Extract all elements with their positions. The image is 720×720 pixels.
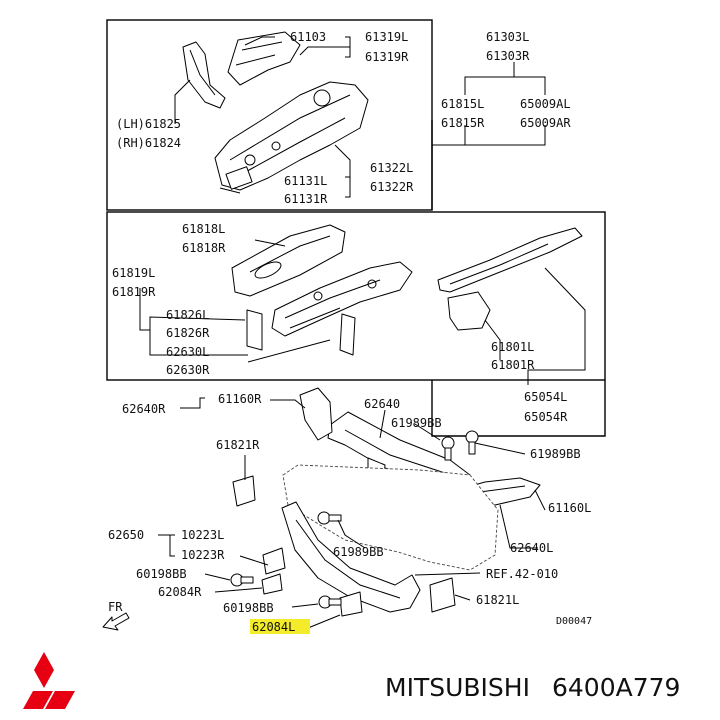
- label-61131R: 61131R: [284, 192, 328, 206]
- label-61989BB-a: 61989BB: [391, 416, 442, 430]
- label-61815L: 61815L: [441, 97, 484, 111]
- label-62640: 62640: [364, 397, 400, 411]
- label-61815R: 61815R: [441, 116, 485, 130]
- part-62650-lower-member: [281, 501, 421, 613]
- label-61801R: 61801R: [491, 358, 535, 372]
- label-61801L: 61801L: [491, 340, 534, 354]
- label-62640R: 62640R: [122, 402, 166, 416]
- label-61824: (RH)61824: [116, 136, 181, 150]
- part-61821L-bracket: [429, 577, 456, 613]
- label-61131L: 61131L: [284, 174, 327, 188]
- label-61825: (LH)61825: [116, 117, 181, 131]
- label-61826L: 61826L: [166, 308, 209, 322]
- label-61160L: 61160L: [548, 501, 591, 515]
- label-62650: 62650: [108, 528, 144, 542]
- middle-group-box: [106, 211, 606, 381]
- label-65054R: 65054R: [524, 410, 568, 424]
- label-61826R: 61826R: [166, 326, 210, 340]
- label-61303L: 61303L: [486, 30, 529, 44]
- part-number: 6400A779: [552, 673, 680, 702]
- part-10223-bracket: [262, 547, 286, 575]
- label-61821R: 61821R: [216, 438, 260, 452]
- outer-bracket-line: [431, 120, 606, 437]
- mitsubishi-logo-icon: [23, 652, 75, 709]
- label-61303R: 61303R: [486, 49, 530, 63]
- part-61815-rail: [437, 227, 583, 331]
- label-65054L: 65054L: [524, 390, 567, 404]
- brand-name: MITSUBISHI: [385, 673, 530, 702]
- part-61825-reinforcement: [182, 41, 226, 109]
- label-61821L: 61821L: [476, 593, 519, 607]
- label-61322L: 61322L: [370, 161, 413, 175]
- label-61819L: 61819L: [112, 266, 155, 280]
- part-61821R-bracket: [232, 475, 256, 507]
- label-61160R: 61160R: [218, 392, 262, 406]
- ghost-radiator-support: [282, 464, 499, 571]
- label-62630L: 62630L: [166, 345, 209, 359]
- label-ref-42-010: REF.42-010: [486, 567, 558, 581]
- upper-group-box: [106, 19, 433, 211]
- label-65009AR: 65009AR: [520, 116, 571, 130]
- label-61989BB-c: 61989BB: [333, 545, 384, 559]
- part-61131-sidemember: [214, 81, 369, 191]
- label-61818R: 61818R: [182, 241, 226, 255]
- label-62640L: 62640L: [510, 541, 553, 555]
- label-61819R: 61819R: [112, 285, 156, 299]
- part-labels: 61103 61319L 61319R 61303L 61303R (LH)61…: [108, 30, 592, 634]
- part-61818-panel: [231, 224, 346, 297]
- leader-lines: [139, 36, 586, 629]
- label-fr: FR: [108, 600, 123, 614]
- label-61319L: 61319L: [365, 30, 408, 44]
- label-10223L: 10223L: [181, 528, 224, 542]
- label-diagram-id: D00047: [556, 616, 592, 627]
- label-61818L: 61818L: [182, 222, 225, 236]
- label-61103: 61103: [290, 30, 326, 44]
- part-61819-member: [271, 261, 413, 337]
- label-62084R: 62084R: [158, 585, 202, 599]
- label-62630R: 62630R: [166, 363, 210, 377]
- part-61160R-bracket: [299, 387, 333, 441]
- label-60198BB-b: 60198BB: [223, 601, 274, 615]
- bolts: [230, 430, 479, 609]
- label-10223R: 10223R: [181, 548, 225, 562]
- part-62084-brackets: [261, 573, 363, 617]
- label-62084L: 62084L: [252, 620, 295, 634]
- label-61322R: 61322R: [370, 180, 414, 194]
- label-60198BB-a: 60198BB: [136, 567, 187, 581]
- part-61103-bracket: [227, 31, 301, 86]
- highlight-62084L: [250, 619, 310, 634]
- label-61319R: 61319R: [365, 50, 409, 64]
- part-61826-bracket: [246, 309, 356, 356]
- label-65009AL: 65009AL: [520, 97, 571, 111]
- label-61989BB-b: 61989BB: [530, 447, 581, 461]
- front-arrow-icon: [102, 612, 130, 631]
